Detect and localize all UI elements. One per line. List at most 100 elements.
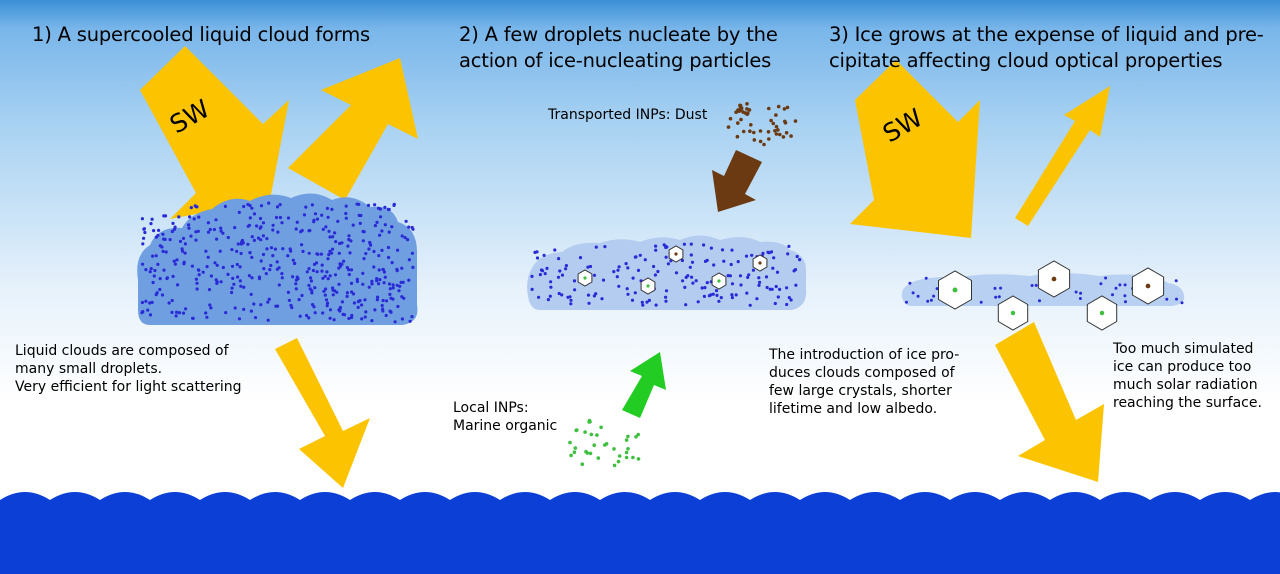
droplet: [377, 254, 381, 258]
droplet: [144, 268, 148, 272]
droplet: [553, 248, 557, 252]
droplet: [340, 262, 344, 266]
droplet: [256, 236, 261, 240]
droplet: [719, 296, 723, 300]
droplet: [195, 205, 199, 209]
droplet: [935, 287, 939, 291]
droplet: [775, 270, 780, 274]
droplet: [335, 290, 339, 294]
droplet: [331, 235, 335, 239]
droplet: [274, 215, 279, 220]
droplet: [321, 311, 325, 315]
droplet: [345, 291, 349, 295]
droplet: [221, 265, 225, 270]
droplet: [538, 273, 543, 277]
droplet: [361, 229, 365, 234]
droplet: [1124, 300, 1127, 304]
droplet: [755, 297, 759, 301]
droplet: [785, 302, 789, 307]
droplet: [1074, 290, 1078, 294]
droplet: [746, 275, 750, 279]
droplet: [140, 217, 144, 221]
droplet: [333, 273, 338, 277]
droplet: [410, 225, 414, 230]
droplet: [289, 303, 293, 307]
droplet: [758, 280, 762, 284]
droplet: [654, 248, 658, 252]
droplet: [141, 262, 145, 266]
droplet: [223, 204, 227, 208]
droplet: [712, 263, 716, 267]
organic-particle: [583, 430, 587, 434]
droplet: [299, 230, 303, 234]
droplet: [307, 267, 311, 271]
droplet: [380, 248, 384, 252]
droplet: [393, 320, 397, 324]
droplet: [641, 303, 645, 307]
droplet: [315, 270, 319, 274]
droplet: [252, 302, 256, 306]
droplet: [653, 273, 658, 277]
droplet: [739, 283, 743, 287]
droplet: [177, 311, 182, 315]
droplet: [182, 260, 186, 264]
droplet: [370, 282, 374, 286]
droplet: [287, 298, 291, 302]
droplet: [295, 220, 299, 224]
droplet: [320, 213, 324, 217]
droplet: [259, 303, 263, 307]
organic-particle: [626, 447, 630, 451]
droplet: [187, 226, 191, 230]
droplet: [142, 236, 146, 240]
droplet: [330, 247, 335, 251]
droplet: [195, 281, 199, 285]
droplet: [250, 276, 254, 280]
organic-particle: [599, 425, 603, 430]
droplet: [328, 316, 332, 320]
droplet: [347, 234, 351, 238]
droplet: [309, 276, 313, 280]
droplet: [776, 295, 780, 299]
droplet: [408, 319, 412, 323]
droplet: [242, 204, 246, 209]
droplet: [373, 308, 377, 312]
droplet: [325, 301, 330, 305]
droplet: [381, 267, 385, 272]
droplet: [377, 268, 381, 272]
organic-particle: [634, 435, 638, 439]
droplet: [192, 217, 196, 221]
droplet: [313, 311, 317, 315]
organic-particle: [580, 462, 585, 467]
droplet: [391, 283, 395, 287]
droplet: [744, 254, 749, 258]
droplet: [700, 286, 704, 290]
droplet: [309, 279, 313, 283]
droplet: [367, 247, 371, 251]
droplet: [730, 296, 735, 300]
droplet: [201, 270, 205, 274]
droplet: [153, 268, 157, 273]
droplet: [304, 205, 308, 209]
droplet: [407, 278, 411, 282]
organic-particle: [612, 463, 617, 468]
droplet: [146, 308, 150, 312]
droplet: [542, 253, 546, 257]
droplet: [407, 258, 411, 262]
droplet: [376, 295, 380, 299]
droplet: [177, 215, 181, 219]
dust-particle: [767, 137, 771, 141]
droplet: [748, 303, 752, 307]
droplet: [342, 259, 346, 263]
droplet: [730, 282, 735, 286]
droplet: [370, 279, 374, 283]
droplet: [400, 234, 404, 238]
droplet: [178, 239, 183, 243]
dust-particle: [739, 106, 744, 110]
droplet: [350, 315, 354, 320]
organic-updraft-arrow: [622, 352, 666, 418]
droplet: [333, 231, 337, 235]
droplet: [170, 298, 174, 303]
droplet: [226, 272, 230, 276]
droplet: [305, 270, 309, 274]
dust-particle: [783, 121, 788, 125]
